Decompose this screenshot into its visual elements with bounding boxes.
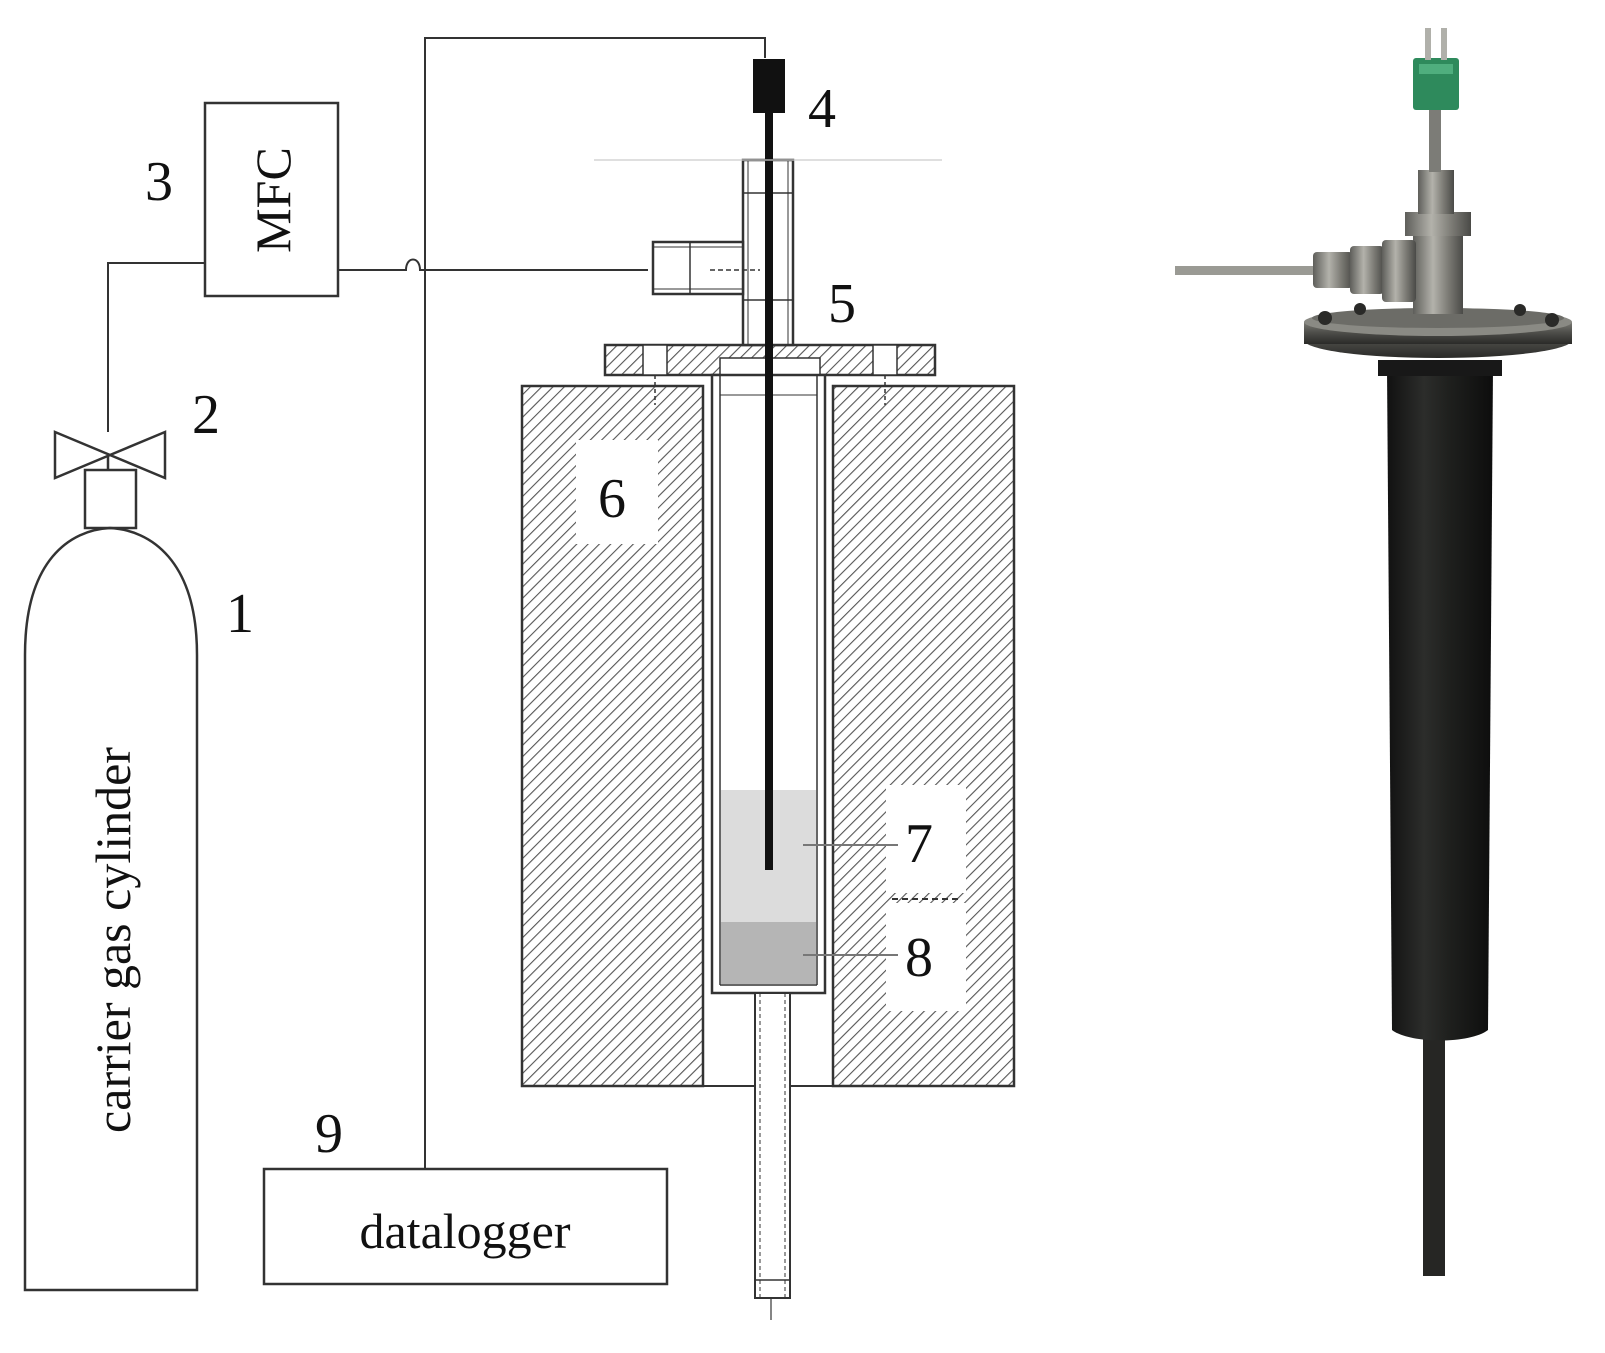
schematic-labels: 1 2 3 4 5 6 7 8 9 MFC carrier gas cylind…: [85, 78, 933, 1259]
label-1: 1: [226, 583, 254, 645]
sample-region-8: [721, 922, 816, 984]
label-5: 5: [828, 273, 856, 335]
gas-cylinder: [23, 468, 199, 1292]
reactor-photo: [1175, 28, 1572, 1276]
label-9: 9: [315, 1103, 343, 1165]
photo-tee-fitting: [1413, 228, 1463, 314]
bottom-stem: [754, 992, 791, 1320]
mfc-label: MFC: [245, 147, 301, 253]
photo-reactor-body: [1387, 368, 1493, 1041]
label-7: 7: [905, 813, 933, 875]
label-4: 4: [808, 78, 836, 140]
datalogger-label: datalogger: [359, 1203, 570, 1259]
label-3: 3: [145, 151, 173, 213]
photo-bottom-rod: [1423, 1020, 1445, 1276]
datalogger-box: [262, 1167, 669, 1286]
mfc-box: [203, 101, 340, 298]
thermocouple-wire: [424, 37, 766, 1169]
thermocouple: [753, 59, 785, 870]
gas-line-supply: [107, 262, 205, 432]
photo-side-arm: [1175, 266, 1315, 275]
schematic: [23, 37, 1016, 1320]
gas-line-feed: [338, 258, 648, 271]
label-6: 6: [598, 468, 626, 530]
label-8: 8: [905, 927, 933, 989]
valve-icon: [53, 430, 167, 480]
label-2: 2: [192, 384, 220, 446]
cylinder-label: carrier gas cylinder: [85, 747, 141, 1133]
